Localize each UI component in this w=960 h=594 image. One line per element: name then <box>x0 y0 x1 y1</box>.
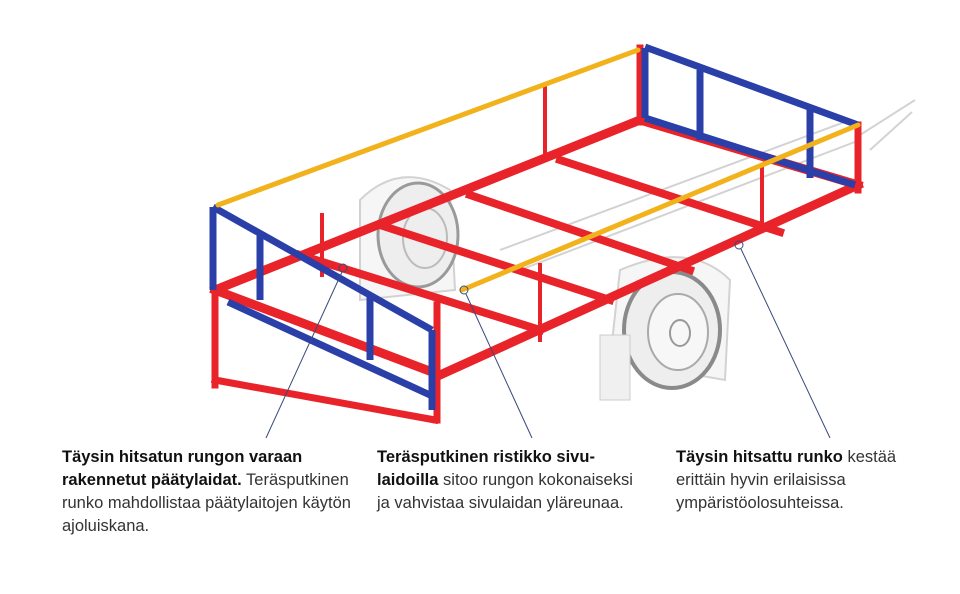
caption-welded-frame-heading: Täysin hitsattu runko <box>676 448 843 466</box>
caption-end-gates: Täysin hitsatun rungon varaan rakennetut… <box>62 446 362 538</box>
end-gates <box>209 43 860 410</box>
side-rails <box>215 47 861 293</box>
mudflap <box>599 334 631 401</box>
caption-welded-frame-text: kestää erittäin hyvin erilaisissa ympäri… <box>676 448 897 512</box>
caption-end-gates-heading: Täysin hitsatun rungon varaan rakennetut… <box>62 448 303 489</box>
caption-side-grid: Teräsputkinen ristikko sivu­laidoilla si… <box>377 446 645 515</box>
caption-side-grid-heading: Teräsputkinen ristikko sivu­laidoilla <box>377 448 595 489</box>
caption-end-gates-text: Teräs­putkinen runko mahdollistaa päätyl… <box>62 471 351 535</box>
caption-welded-frame: Täysin hitsattu runko kestää erittäin hy… <box>676 446 906 515</box>
caption-side-grid-text: sitoo rungon kokonai­seksi ja vahvistaa … <box>377 471 633 512</box>
welded-frame <box>209 44 864 425</box>
callout-lines <box>265 240 831 439</box>
